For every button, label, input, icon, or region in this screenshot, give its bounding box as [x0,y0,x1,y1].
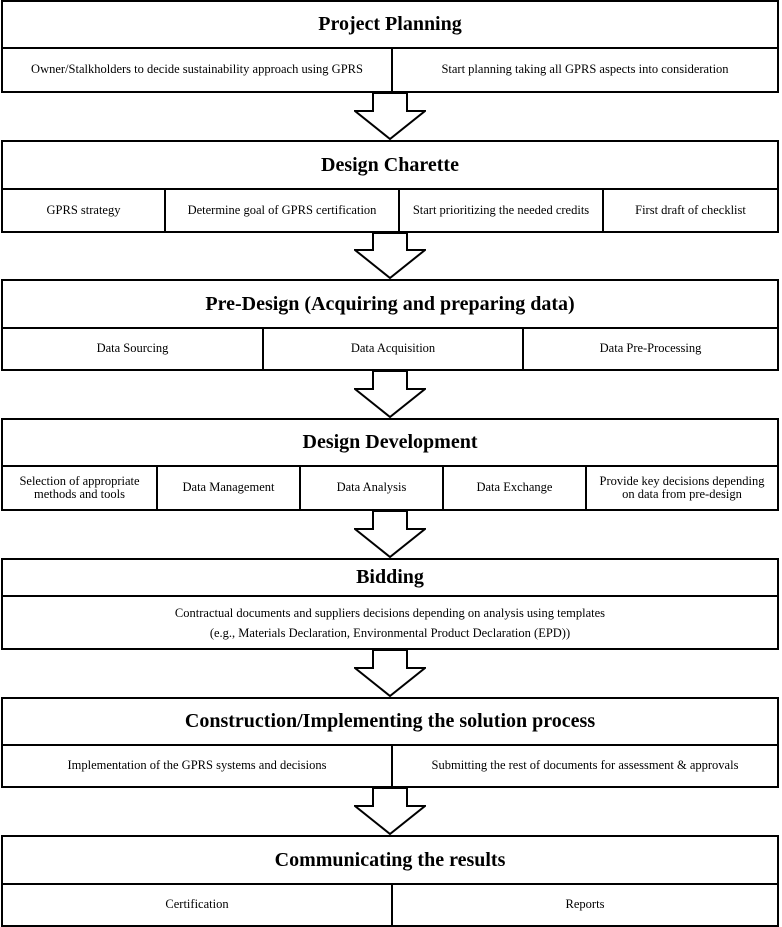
bidding-line: (e.g., Materials Declaration, Environmen… [209,625,571,640]
stage-design-development: Design Development Selection of appropri… [1,418,779,511]
step-box: Data Management [156,467,299,509]
down-arrow-icon [354,788,426,835]
stage-row: Contractual documents and suppliers deci… [3,597,777,648]
down-arrow-icon [354,371,426,418]
stage-title: Project Planning [3,2,777,49]
down-arrow-icon [354,233,426,279]
down-arrow-icon [354,511,426,558]
step-box: Data Acquisition [262,329,522,369]
step-box: Determine goal of GPRS certification [164,190,398,231]
stage-title: Bidding [3,560,777,597]
step-box: Reports [391,885,777,925]
bidding-line: Contractual documents and suppliers deci… [174,605,606,620]
stage-communicating-results: Communicating the results Certification … [1,835,779,927]
down-arrow-icon [354,650,426,697]
step-box: Provide key decisions depending on data … [585,467,777,509]
step-box: Data Analysis [299,467,442,509]
stage-title: Construction/Implementing the solution p… [3,699,777,746]
step-box: GPRS strategy [46,202,121,217]
stage-row: Implementation of the GPRS systems and d… [3,746,777,786]
step-box: Owner/Stalkholders to decide sustainabil… [31,62,363,77]
step-box: Start prioritizing the needed credits [398,190,602,231]
stage-row: Certification Reports [3,885,777,925]
step-box: Certification [165,897,229,912]
stage-row: Data Sourcing Data Acquisition Data Pre-… [3,329,777,369]
step-box: Contractual documents and suppliers deci… [3,597,777,648]
stage-title: Design Development [3,420,777,467]
step-box: Selection of appropriate methods and too… [19,473,140,501]
stage-row: Selection of appropriate methods and too… [3,467,777,509]
step-box: Start planning taking all GPRS aspects i… [391,49,777,91]
stage-design-charette: Design Charette GPRS strategy Determine … [1,140,779,233]
stage-construction: Construction/Implementing the solution p… [1,697,779,788]
step-box: Data Pre-Processing [522,329,777,369]
step-box: Data Sourcing [96,341,169,356]
stage-row: GPRS strategy Determine goal of GPRS cer… [3,190,777,231]
stage-project-planning: Project Planning Owner/Stalkholders to d… [1,0,779,93]
step-box: Data Exchange [442,467,585,509]
down-arrow-icon [354,93,426,140]
stage-title: Pre-Design (Acquiring and preparing data… [3,281,777,329]
step-box: Submitting the rest of documents for ass… [391,746,777,786]
stage-pre-design: Pre-Design (Acquiring and preparing data… [1,279,779,371]
stage-row: Owner/Stalkholders to decide sustainabil… [3,49,777,91]
stage-title: Design Charette [3,142,777,190]
step-box: First draft of checklist [602,190,777,231]
stage-bidding: Bidding Contractual documents and suppli… [1,558,779,650]
step-box: Implementation of the GPRS systems and d… [67,758,327,773]
stage-title: Communicating the results [3,837,777,885]
